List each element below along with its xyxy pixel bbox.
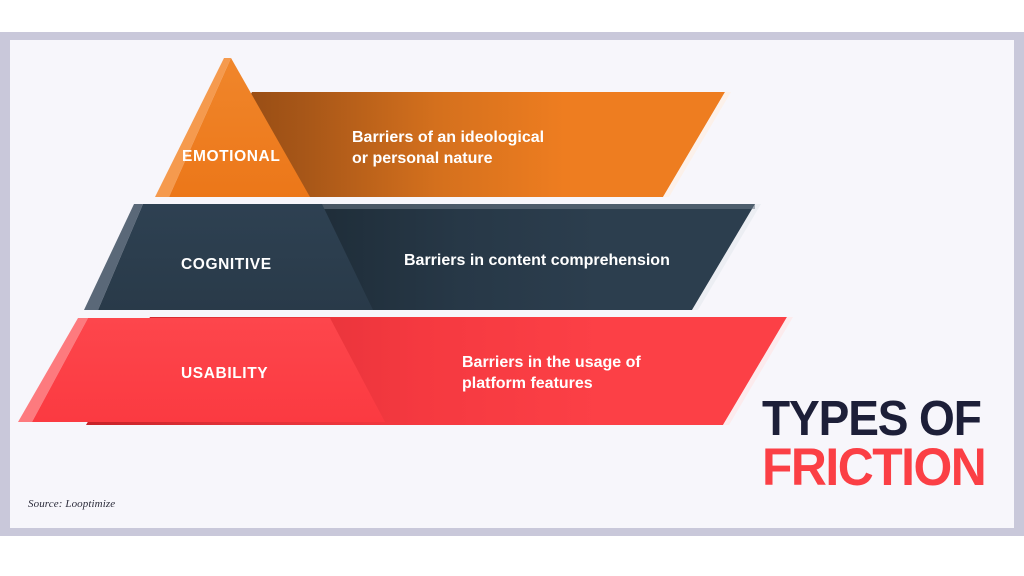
page-title-line-2: FRICTION [762, 438, 987, 498]
tier-description-usability-line2: platform features [462, 375, 593, 393]
tier-description-emotional: Barriers of an ideological or personal n… [352, 127, 642, 169]
tier-description-emotional-line1: Barriers of an ideological [352, 129, 545, 146]
tier-description-usability: Barriers in the usage of platform featur… [462, 352, 762, 394]
source-attribution: Source: Looptimize [28, 498, 116, 510]
tier-description-cognitive: Barriers in content comprehension [404, 250, 734, 271]
tier-label-usability: USABILITY [181, 365, 269, 382]
page-title-line-1: TYPES OF [762, 392, 982, 446]
tier-description-cognitive-line1: Barriers in content comprehension [404, 252, 670, 269]
page-title: TYPES OF FRICTION [762, 392, 1012, 498]
tier-description-usability-line1: Barriers in the usage of [462, 354, 641, 371]
tier-label-cognitive: COGNITIVE [181, 256, 272, 273]
tier-label-emotional: EMOTIONAL [182, 148, 281, 165]
tier-description-emotional-line2: or personal nature [352, 150, 493, 168]
